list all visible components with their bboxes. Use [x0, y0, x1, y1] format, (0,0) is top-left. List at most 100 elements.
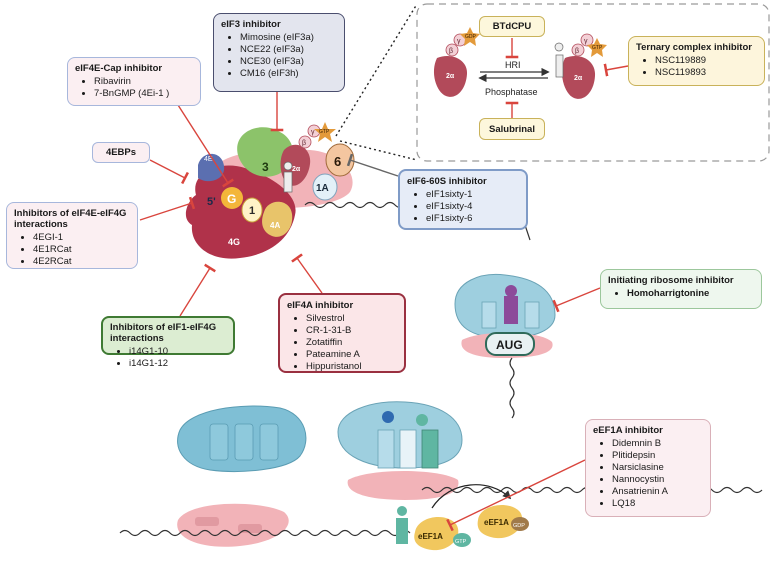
hri-label: HRI [505, 60, 521, 70]
e4a-inhibit-line [291, 253, 323, 294]
cap-g-label: G [227, 192, 236, 206]
aug-codon-label: AUG [496, 338, 523, 352]
initiating-inhibit-line [552, 287, 601, 313]
eif4a-inhibitor-title: eIF4A inhibitor [287, 300, 354, 311]
eef1a-cycle-arrow [431, 484, 512, 509]
small-subunit-slot-1 [195, 517, 219, 526]
initiating-ribosome-inhibitor-item: Homoharrigtonine [627, 288, 754, 300]
mrna-strand-bottom [119, 529, 411, 537]
eef1a-gtp-tag: GTP [455, 539, 467, 545]
eif2-alpha-label: 2α [446, 73, 455, 80]
preinitiation-complex: 4G 3 2α β γ GTP 6 1A 4E 5' G 1 4A [185, 122, 355, 259]
eef1a-inhibitor-item: Narsiclasine [612, 462, 703, 474]
zoom-line-top [335, 3, 418, 137]
eef1a-inhibitor-item: Plitidepsin [612, 450, 703, 462]
salubrinal-box: Salubrinal [479, 118, 545, 140]
eif4e-eif4g-inhibitor-title: Inhibitors of eIF4E-eIF4G interactions [14, 208, 127, 230]
eif4a-inhibitor-item: Silvestrol [306, 313, 397, 325]
eif4g-label: 4G [228, 237, 240, 247]
elongating-ribosome [337, 401, 463, 500]
eif1a-label: 1A [316, 183, 329, 194]
eif6-inhibitor-box: eIF6-60S inhibitor eIF1sixty-1 eIF1sixty… [398, 169, 528, 230]
e1e4g-inhibit-line [179, 263, 217, 317]
eef1a-gdp-complex: eEF1A GDP [477, 505, 529, 539]
initiating-ribosome: AUG [454, 273, 556, 358]
ternary-complex-inhibitor-title: Ternary complex inhibitor [636, 42, 752, 53]
ternary-complex-inhibitor-item: NSC119889 [655, 55, 757, 67]
large-subunit-channel-3 [259, 423, 279, 461]
eif4a-inhibitor-item: Zotatiffin [306, 337, 397, 349]
eif2-beta-label: β [449, 48, 453, 55]
4ebp-label: 4EBPs [105, 147, 137, 158]
eif3-label: 3 [262, 160, 269, 174]
eif3-inhibitor-item: Mimosine (eIF3a) [240, 32, 337, 44]
4ebp-inhibit-line [149, 159, 190, 185]
cap-inhibitor-box: eIF4E-Cap inhibitor Ribavirin 7-BnGMP (4… [67, 57, 201, 106]
eif4a-inhibitor-box: eIF4A inhibitor Silvestrol CR-1-31-B Zot… [278, 293, 406, 373]
eef1a-gtp-complex: eEF1A GTP [396, 506, 471, 551]
eif4e-eif4g-inhibitor-item: 4E1RCat [33, 244, 130, 256]
eef1a-inhibitor-item: Nannocystin [612, 474, 703, 486]
salubrinal-label: Salubrinal [489, 123, 535, 135]
eif4a-inhibitor-item: CR-1-31-B [306, 325, 397, 337]
ternary-complex-inhibitor-item: NSC119893 [655, 67, 757, 79]
eif1-eif4g-inhibitor-item: i14G1-12 [129, 358, 226, 370]
eif3-inhibitor-item: NCE30 (eIF3a) [240, 56, 337, 68]
eif2-alpha-label-main: 2α [292, 166, 301, 173]
cap-inhibitor-item: Ribavirin [94, 76, 193, 88]
cap-inhibit-line [177, 104, 234, 188]
eif1-label: 1 [249, 205, 255, 217]
eef1a-inhibit-line [446, 459, 586, 532]
gtp-label-inset: GTP [592, 45, 603, 51]
large-subunit-channel-1 [209, 423, 229, 461]
gtp-label-main: GTP [319, 129, 330, 135]
ternary-inhibit [603, 63, 629, 77]
eif6-label: 6 [334, 154, 341, 169]
eif6-inhibitor-item: eIF1sixty-6 [426, 213, 519, 225]
eif2-beta-label-main: β [302, 140, 306, 147]
eif1-eif4g-inhibitor-box: Inhibitors of eIF1-eIF4G interactions i1… [101, 316, 235, 369]
eif3-inhibitor-item: CM16 (eIF3h) [240, 68, 337, 80]
gdp-label: GDP [465, 34, 477, 40]
eef1a-inhibitor-item: Didemnin B [612, 438, 703, 450]
eif6-inhibitor-item: eIF1sixty-1 [426, 189, 519, 201]
ternary-complex-inhibitor-box: Ternary complex inhibitor NSC119889 NSC1… [628, 36, 765, 86]
eif4e-eif4g-inhibitor-box: Inhibitors of eIF4E-eIF4G interactions 4… [6, 202, 138, 269]
eif4a-label: 4A [270, 221, 280, 230]
eif2-beta-label-right: β [575, 48, 579, 55]
eef1a-inhibitor-title: eEF1A inhibitor [593, 425, 663, 436]
eif2-phosphorylated: 2α β γ GDP [433, 27, 480, 97]
cap-inhibitor-item: 7-BnGMP (4Ei-1 ) [94, 88, 193, 100]
zoom-line-bottom [339, 140, 418, 161]
btdcpu-box: BTdCPU [479, 16, 545, 37]
eif4a-inhibitor-item: Pateamine A [306, 349, 397, 361]
cap-inhibitor-title: eIF4E-Cap inhibitor [75, 63, 163, 74]
eif4e-eif4g-inhibitor-item: 4EGI-1 [33, 232, 130, 244]
eef1a-inhibitor-item: Ansatrienin A [612, 486, 703, 498]
ternary-complex-panel [416, 3, 770, 162]
btdcpu-label: BTdCPU [492, 21, 532, 32]
eif6-inhibitor-item: eIF1sixty-4 [426, 201, 519, 213]
eif2-gamma-label-right: γ [584, 38, 588, 45]
eif2-ternary-complex: 2α β γ GTP [554, 33, 607, 99]
eef1a-gdp-label: eEF1A [484, 518, 509, 527]
eif4e-label: 4E [204, 156, 213, 163]
phosphatase-label: Phosphatase [485, 87, 538, 97]
eif1-eif4g-inhibitor-title: Inhibitors of eIF1-eIF4G interactions [110, 322, 217, 344]
eif3-inhibitor-item: NCE22 (eIF3a) [240, 44, 337, 56]
eif2-gamma-label-main: γ [311, 129, 315, 136]
five-prime-cap-label: 5' [207, 196, 216, 208]
large-subunit-channel-2 [234, 423, 254, 461]
mrna-strand-mid [509, 357, 515, 419]
eif2-gamma-label: γ [457, 38, 461, 45]
e6-inhibit-line [346, 153, 399, 177]
eef1a-inhibitor-box: eEF1A inhibitor Didemnin B Plitidepsin N… [585, 419, 711, 517]
eif4a-inhibitor-item: Hippuristanol [306, 361, 397, 373]
eif2-alpha-label-right: 2α [574, 75, 583, 82]
eef1a-gtp-label: eEF1A [418, 532, 443, 541]
eef1a-gdp-tag: GDP [513, 523, 525, 529]
initiating-ribosome-inhibitor-title: Initiating ribosome inhibitor [608, 275, 734, 286]
eif1-eif4g-inhibitor-item: i14G1-10 [129, 346, 226, 358]
initiating-ribosome-inhibitor-box: Initiating ribosome inhibitor Homoharrig… [600, 269, 762, 309]
